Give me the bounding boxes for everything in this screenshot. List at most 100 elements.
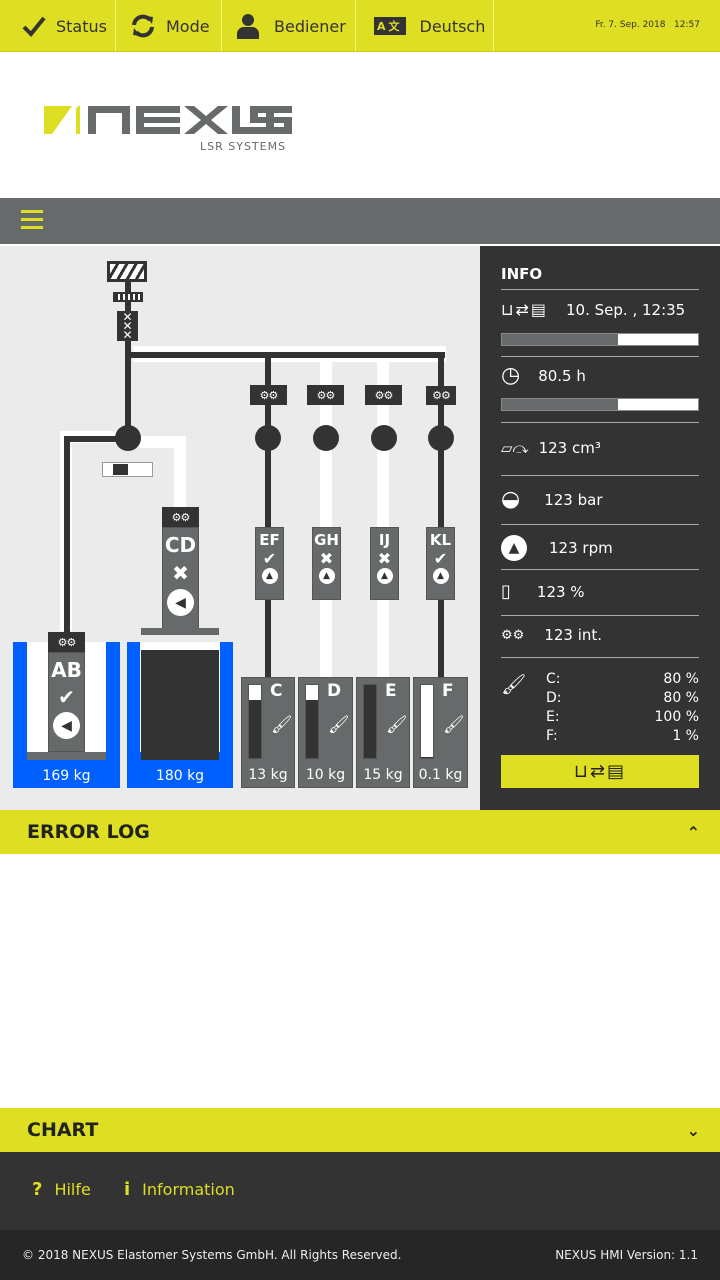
pump-icon: ▲ xyxy=(261,568,278,584)
language-icon: A文 xyxy=(374,17,406,35)
information-label: Information xyxy=(142,1180,235,1199)
pump-icon: ▲ xyxy=(318,568,335,584)
pressure-value: 123 bar xyxy=(544,490,603,509)
version: NEXUS HMI Version: 1.1 xyxy=(555,1248,698,1262)
material-change-icon: ⊔⇄▤ xyxy=(501,300,549,319)
pump-unit-kl[interactable]: KL✔▲ xyxy=(426,527,455,600)
color-key: C: xyxy=(546,671,561,687)
cartridge-icon xyxy=(107,261,147,282)
unit-level-icon: ▯ xyxy=(501,581,511,602)
pump-unit-ij[interactable]: IJ✖▲ xyxy=(370,527,399,600)
filter-icon xyxy=(113,292,143,302)
mode-label: Mode xyxy=(166,16,210,36)
operator-label: Bediener xyxy=(274,16,346,36)
pump-label: GH xyxy=(314,531,339,549)
tank-d[interactable]: D 🖌 10 kg xyxy=(298,677,353,788)
error-log-content xyxy=(0,854,720,1108)
tank-f[interactable]: F 🖌 0.1 kg xyxy=(413,677,468,788)
material-change-row: ⊔⇄▤10. Sep. , 12:35 xyxy=(501,300,685,319)
tank-weight: 0.1 kg xyxy=(418,767,463,783)
user-icon xyxy=(237,14,259,39)
valve-icon[interactable] xyxy=(428,425,454,451)
check-icon: ✔ xyxy=(262,549,277,568)
tank-level xyxy=(420,684,434,759)
datetime: Fr. 7. Sep. 2018 12:57 xyxy=(595,20,700,30)
color-percent-row: F:1 % xyxy=(546,727,699,746)
check-icon: ✔ xyxy=(58,685,75,709)
material-change-button[interactable]: ⊔⇄▤ xyxy=(501,755,699,788)
gears-icon: ⚙⚙ xyxy=(426,386,456,405)
dosing-volume-icon: ▱⤼ xyxy=(501,439,529,457)
clock-icon: ◷ xyxy=(501,363,521,388)
error-log-header[interactable]: ERROR LOG ⌃ xyxy=(0,810,720,854)
main-feed-pipe xyxy=(125,282,131,442)
operating-hours: 80.5 h xyxy=(538,366,586,385)
pump-unit-ef[interactable]: EF✔▲ xyxy=(255,527,284,600)
gears-icon: ⚙⚙ xyxy=(307,385,344,405)
unit-label: AB xyxy=(51,658,82,682)
interval-value: 123 int. xyxy=(544,626,603,644)
pump-label: IJ xyxy=(378,531,391,549)
top-bar: Status Mode Bediener A文 Deutsch Fr. 7. S… xyxy=(0,0,720,52)
question-icon: ? xyxy=(32,1179,43,1200)
logo-subtitle: LSR SYSTEMS xyxy=(200,140,287,153)
valve-icon[interactable] xyxy=(371,425,397,451)
valve-icon[interactable] xyxy=(313,425,339,451)
nexus-logo: LSR SYSTEMS xyxy=(42,104,294,160)
operator-button[interactable]: Bediener xyxy=(222,0,356,52)
tank-weight: 10 kg xyxy=(305,767,346,783)
error-log-title: ERROR LOG xyxy=(27,821,150,843)
tank-label: D xyxy=(327,681,342,701)
hamburger-menu-icon[interactable] xyxy=(21,210,43,230)
help-label: Hilfe xyxy=(54,1180,91,1199)
pump-speed-icon: ▲ xyxy=(501,535,527,561)
valve-icon[interactable] xyxy=(115,425,141,451)
refresh-icon xyxy=(132,14,154,38)
cross-icon: ✖ xyxy=(172,561,189,585)
status-button[interactable]: Status xyxy=(0,0,116,52)
status-label: Status xyxy=(56,16,107,36)
chevron-up-icon[interactable]: ⌃ xyxy=(686,822,700,842)
cross-icon: ✖ xyxy=(377,549,392,568)
pressure-icon: ◒ xyxy=(501,487,521,512)
hours-progress-bar xyxy=(501,398,699,411)
language-button[interactable]: A文 Deutsch xyxy=(356,0,494,52)
change-progress-bar xyxy=(501,333,699,346)
color-brush-icon: 🖌 xyxy=(501,672,527,696)
main-unit-cd[interactable]: CD✖◀ xyxy=(162,527,199,629)
language-label: Deutsch xyxy=(419,16,486,36)
color-brush-icon: 🖌 xyxy=(271,715,293,735)
chart-header[interactable]: CHART⌄ xyxy=(0,1108,720,1152)
color-key: D: xyxy=(546,690,562,706)
info-title: INFO xyxy=(501,265,543,283)
volume-value: 123 cm³ xyxy=(538,439,601,457)
help-link[interactable]: ? Hilfe xyxy=(32,1179,91,1200)
pump-unit-gh[interactable]: GH✖▲ xyxy=(312,527,341,600)
tank-c[interactable]: C 🖌 13 kg xyxy=(241,677,295,788)
pump-label: EF xyxy=(259,531,280,549)
mode-button[interactable]: Mode xyxy=(116,0,222,52)
gears-icon: ⚙⚙ xyxy=(162,507,199,527)
menu-bar xyxy=(0,198,720,244)
drum-weight: 169 kg xyxy=(42,768,91,784)
valve-switch[interactable] xyxy=(102,462,153,477)
check-icon xyxy=(22,16,46,37)
chevron-down-icon[interactable]: ⌄ xyxy=(686,1120,700,1140)
process-diagram: ✕✕✕ ⚙⚙ ⚙⚙ ⚙⚙ ⚙⚙ EF✔▲ GH✖▲ IJ✖▲ KL✔▲ ⚙⚙ C… xyxy=(0,246,480,810)
gears-icon: ⚙⚙ xyxy=(365,385,402,405)
material-change-icon: ⊔⇄▤ xyxy=(573,761,627,782)
color-key: E: xyxy=(546,709,560,725)
cross-icon: ✖ xyxy=(319,549,334,568)
copyright: © 2018 NEXUS Elastomer Systems GmbH. All… xyxy=(22,1248,402,1262)
pump-icon: ▲ xyxy=(376,568,393,584)
distribution-pipe xyxy=(125,352,445,358)
info-panel: INFO ⊔⇄▤10. Sep. , 12:35 ◷ 80.5 h ▱⤼ 123 c… xyxy=(480,246,720,810)
valve-icon[interactable] xyxy=(255,425,281,451)
main-unit-ab[interactable]: AB✔◀ xyxy=(48,652,85,752)
color-percent-row: D:80 % xyxy=(546,689,699,708)
tank-e[interactable]: E 🖌 15 kg xyxy=(356,677,410,788)
drum-cd[interactable]: 180 kg xyxy=(127,642,233,788)
color-value: 100 % xyxy=(654,709,699,725)
bottom-bar: © 2018 NEXUS Elastomer Systems GmbH. All… xyxy=(0,1230,720,1280)
